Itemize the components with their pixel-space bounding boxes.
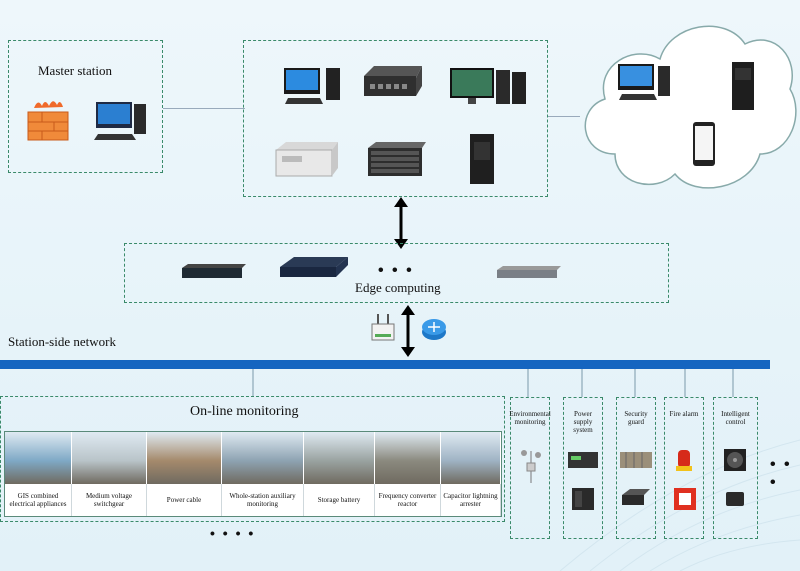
master-station-label: Master station	[38, 63, 113, 78]
monitoring-item-caption: GIS combined electrical appliances	[5, 484, 72, 516]
monitoring-item: Medium voltage switchgear	[72, 432, 147, 516]
monitoring-item-caption: Medium voltage switchgear	[72, 484, 147, 516]
station-network-label: Station-side network	[8, 334, 116, 349]
monitoring-item-caption: Capacitor lightning arrester	[441, 484, 501, 516]
fan-controller-icon	[724, 449, 746, 471]
side-column-environment	[510, 397, 550, 539]
monitoring-item-photo	[147, 432, 222, 484]
smartphone-icon	[693, 122, 715, 166]
monitoring-item: Power cable	[147, 432, 222, 516]
monitoring-item-photo	[72, 432, 147, 484]
security-gate-icon	[620, 452, 652, 468]
storage-server-icon	[368, 142, 426, 176]
side-column-control	[713, 397, 758, 539]
weather-sensor-icon	[521, 450, 541, 483]
bidirectional-arrow-upper	[394, 197, 408, 249]
fire-alarm-button-icon	[674, 488, 696, 510]
tower-server-icon	[470, 134, 494, 184]
server-cluster-box	[243, 40, 548, 197]
online-more-dots: • • • •	[210, 525, 256, 541]
side-more-dots: • • •	[770, 456, 792, 491]
control-title: Intelligent control	[721, 410, 750, 426]
wireless-router-icon	[371, 314, 395, 341]
security-title: Security guard	[624, 410, 648, 426]
cloud-server-icon	[732, 62, 754, 110]
monitoring-item: Capacitor lightning arrester	[441, 432, 501, 516]
edge-gateway-icon-2	[280, 257, 348, 277]
monitoring-item-photo	[304, 432, 375, 484]
cloud-link-line	[548, 116, 580, 117]
edge-computing-box	[124, 243, 669, 303]
monitoring-item-caption: Power cable	[147, 484, 222, 516]
monitoring-item: GIS combined electrical appliances	[5, 432, 72, 516]
network-switch-icon	[364, 66, 422, 96]
monitoring-item: Whole-station auxiliary monitoring	[222, 432, 304, 516]
power-cabinet-icon	[572, 488, 594, 510]
edge-gateway-icon-3	[497, 266, 561, 278]
side-column-fire	[664, 397, 704, 539]
edge-gateway-icon-1	[182, 264, 246, 278]
network-drop-lines	[252, 369, 734, 397]
master-station-box	[8, 40, 163, 173]
power-title: Power supply system	[573, 410, 593, 434]
environment-title: Environmental monitoring	[509, 410, 551, 426]
security-controller-icon	[622, 489, 650, 505]
monitoring-item-photo	[222, 432, 304, 484]
router-icon	[422, 319, 446, 340]
master-link-line	[163, 108, 245, 109]
monitoring-item-photo	[441, 432, 501, 484]
bidirectional-arrow-lower	[401, 305, 415, 357]
fire-alarm-bell-icon	[676, 450, 692, 471]
industrial-pc-icon	[275, 142, 338, 177]
firewall-icon	[27, 101, 69, 141]
fire-title: Fire alarm	[669, 410, 699, 418]
monitoring-item-caption: Whole-station auxiliary monitoring	[222, 484, 304, 516]
monitoring-item-photo	[375, 432, 441, 484]
power-supply-icon	[568, 452, 598, 468]
online-monitoring-box	[0, 396, 505, 522]
side-column-security	[616, 397, 656, 539]
network-bus-bar	[0, 360, 770, 369]
monitoring-item: Frequency converter reactor	[375, 432, 441, 516]
edge-computing-label: Edge computing	[355, 280, 441, 295]
desktop-pc-icon	[284, 68, 340, 104]
control-module-icon	[726, 492, 744, 506]
cloud-desktop-icon	[618, 64, 670, 100]
workstation-icon	[450, 68, 526, 104]
monitoring-item: Storage battery	[304, 432, 375, 516]
online-monitoring-label: On-line monitoring	[190, 404, 299, 419]
monitoring-item-caption: Frequency converter reactor	[375, 484, 441, 516]
cloud-shape	[584, 25, 797, 189]
desktop-computer-icon	[94, 102, 146, 140]
edge-more-dots: • • •	[378, 262, 414, 279]
monitoring-item-photo	[5, 432, 72, 484]
monitoring-item-caption: Storage battery	[304, 484, 375, 516]
side-column-power	[563, 397, 603, 539]
